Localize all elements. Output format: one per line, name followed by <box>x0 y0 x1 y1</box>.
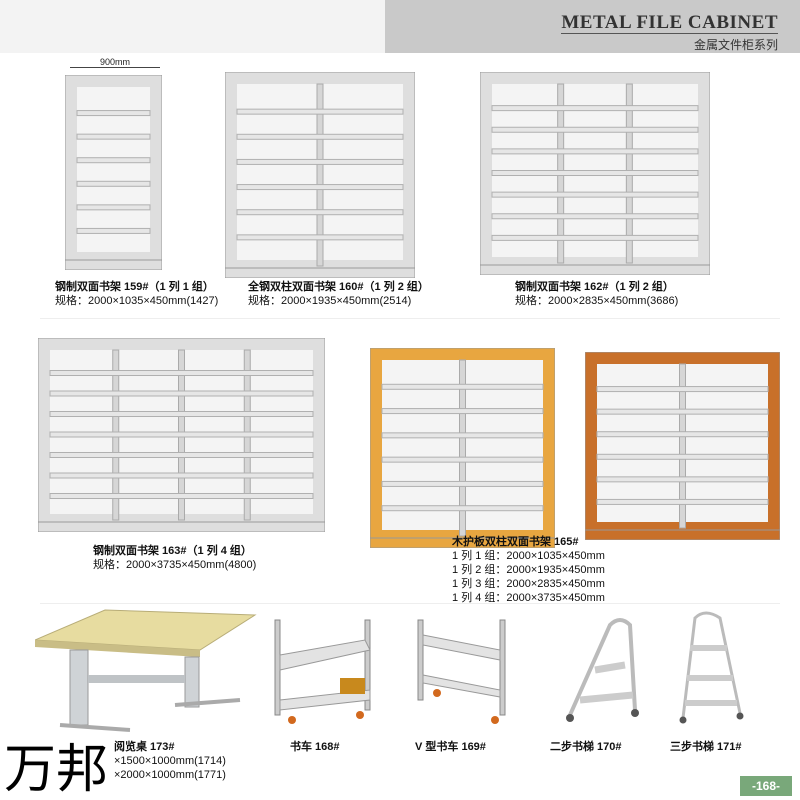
shelf-board <box>236 234 404 241</box>
shelf-board <box>491 191 699 198</box>
caption-165-spec: 1 列 2 组：2000×1935×450mm <box>452 564 605 576</box>
shelf-board <box>236 108 404 115</box>
caption-table-spec: ×1500×1000mm(1714) <box>114 755 226 767</box>
shelf-board <box>596 386 769 393</box>
shelf-board <box>76 110 151 117</box>
wood-shelf-dark-image <box>585 352 780 540</box>
shelf-board <box>49 493 314 499</box>
caption-169: V 型书车 169# <box>415 740 486 754</box>
caption-table: 阅览桌 173# ×1500×1000mm(1714) ×2000×1000mm(1… <box>114 740 226 782</box>
caption-168-name: 书车 168# <box>290 741 340 753</box>
shelf-upright <box>316 83 324 267</box>
shelf-board <box>381 383 544 390</box>
caption-table-name: 阅览桌 173# <box>114 741 175 753</box>
caption-168: 书车 168# <box>290 740 340 754</box>
ladder-171-image <box>679 611 744 724</box>
shelf-board <box>49 472 314 479</box>
caption-162-spec: 规格：2000×2835×450mm(3686) <box>515 295 679 307</box>
shelf-board <box>596 453 769 460</box>
caption-171-name: 三步书梯 171# <box>670 741 742 753</box>
shelf-board <box>381 456 544 463</box>
caption-162-name: 钢制双面书架 162#（1 列 2 组） <box>515 281 674 293</box>
shelf-board <box>491 170 699 176</box>
shelf-board <box>236 209 404 216</box>
shelf-board <box>236 184 404 191</box>
shelf-board <box>76 133 151 140</box>
shelf-base <box>225 267 415 278</box>
header-bar: METAL FILE CABINET 金属文件柜系列 <box>385 0 800 53</box>
shelf-board <box>49 411 314 417</box>
v-book-cart-169-image <box>417 619 506 724</box>
watermark-logo: 万邦 <box>4 740 109 800</box>
header-left-band <box>0 0 385 53</box>
caption-169-name: V 型书车 169# <box>415 741 486 753</box>
shelf-board <box>596 476 769 483</box>
caption-170: 二步书梯 170# <box>550 740 622 754</box>
shelf-board <box>381 408 544 415</box>
caption-165-spec: 1 列 1 组：2000×1035×450mm <box>452 550 605 562</box>
caption-163-spec: 规格：2000×3735×450mm(4800) <box>93 559 257 571</box>
caption-170-name: 二步书梯 170# <box>550 741 622 753</box>
caption-160-name: 全钢双柱双面书架 160#（1 列 2 组） <box>248 281 429 293</box>
shelf-163-image <box>38 338 325 532</box>
caption-163: 钢制双面书架 163#（1 列 4 组） 规格：2000×3735×450mm(4… <box>93 544 256 572</box>
book-cart-168-image <box>274 619 371 724</box>
shelf-board <box>491 213 699 220</box>
shelf-board <box>76 157 151 164</box>
divider <box>40 603 780 604</box>
caption-165: 木护板双柱双面书架 165# 1 列 1 组：2000×1035×450mm 1 列… <box>452 535 605 605</box>
caption-171: 三步书梯 171# <box>670 740 742 754</box>
caption-163-name: 钢制双面书架 163#（1 列 4 组） <box>93 545 252 557</box>
shelf-board <box>49 390 314 397</box>
header-title-cn: 金属文件柜系列 <box>693 38 778 52</box>
shelf-board <box>596 498 769 505</box>
shelf-board <box>236 158 404 165</box>
wood-shelf-165-image <box>370 348 555 548</box>
shelf-upright <box>679 363 686 529</box>
caption-159-name: 钢制双面书架 159#（1 列 1 组） <box>55 281 214 293</box>
shelf-board <box>236 133 404 140</box>
caption-159-spec: 规格：2000×1035×450mm(1427) <box>55 295 219 307</box>
shelf-board <box>491 234 699 241</box>
caption-table-spec: ×2000×1000mm(1771) <box>114 769 226 781</box>
shelf-base <box>65 259 162 270</box>
shelf-board <box>491 105 699 112</box>
shelf-board <box>49 452 314 458</box>
caption-165-spec: 1 列 3 组：2000×2835×450mm <box>452 578 605 590</box>
dimension-label: 900mm <box>70 57 160 68</box>
shelf-base <box>480 264 710 275</box>
shelf-board <box>49 431 314 438</box>
shelf-base <box>585 529 780 540</box>
page-number: -168- <box>740 776 792 796</box>
reading-table-image <box>35 609 257 732</box>
shelf-board <box>49 370 314 376</box>
shelf-board <box>491 148 699 155</box>
shelf-board <box>596 431 769 438</box>
shelf-upright <box>459 359 466 537</box>
shelf-board <box>381 480 544 487</box>
shelf-162-image <box>480 72 710 275</box>
shelf-base <box>370 537 555 548</box>
shelf-base <box>38 521 325 532</box>
shelf-board <box>76 227 151 234</box>
shelf-board <box>491 126 699 133</box>
caption-159: 钢制双面书架 159#（1 列 1 组） 规格：2000×1035×450mm(1… <box>55 280 218 308</box>
shelf-159-image <box>65 75 162 270</box>
shelf-board <box>596 408 769 415</box>
caption-165-spec: 1 列 4 组：2000×3735×450mm <box>452 592 605 604</box>
caption-165-name: 木护板双柱双面书架 165# <box>452 536 579 548</box>
divider <box>40 318 780 319</box>
caption-160-spec: 规格：2000×1935×450mm(2514) <box>248 295 412 307</box>
header-title-en: METAL FILE CABINET <box>561 12 778 34</box>
ladder-170-image <box>566 618 639 722</box>
shelf-board <box>76 180 151 187</box>
shelf-board <box>76 204 151 211</box>
caption-160: 全钢双柱双面书架 160#（1 列 2 组） 规格：2000×1935×450mm… <box>248 280 429 308</box>
caption-162: 钢制双面书架 162#（1 列 2 组） 规格：2000×2835×450mm(3… <box>515 280 678 308</box>
shelf-board <box>381 432 544 439</box>
shelf-160-image <box>225 72 415 278</box>
shelf-board <box>381 505 544 512</box>
